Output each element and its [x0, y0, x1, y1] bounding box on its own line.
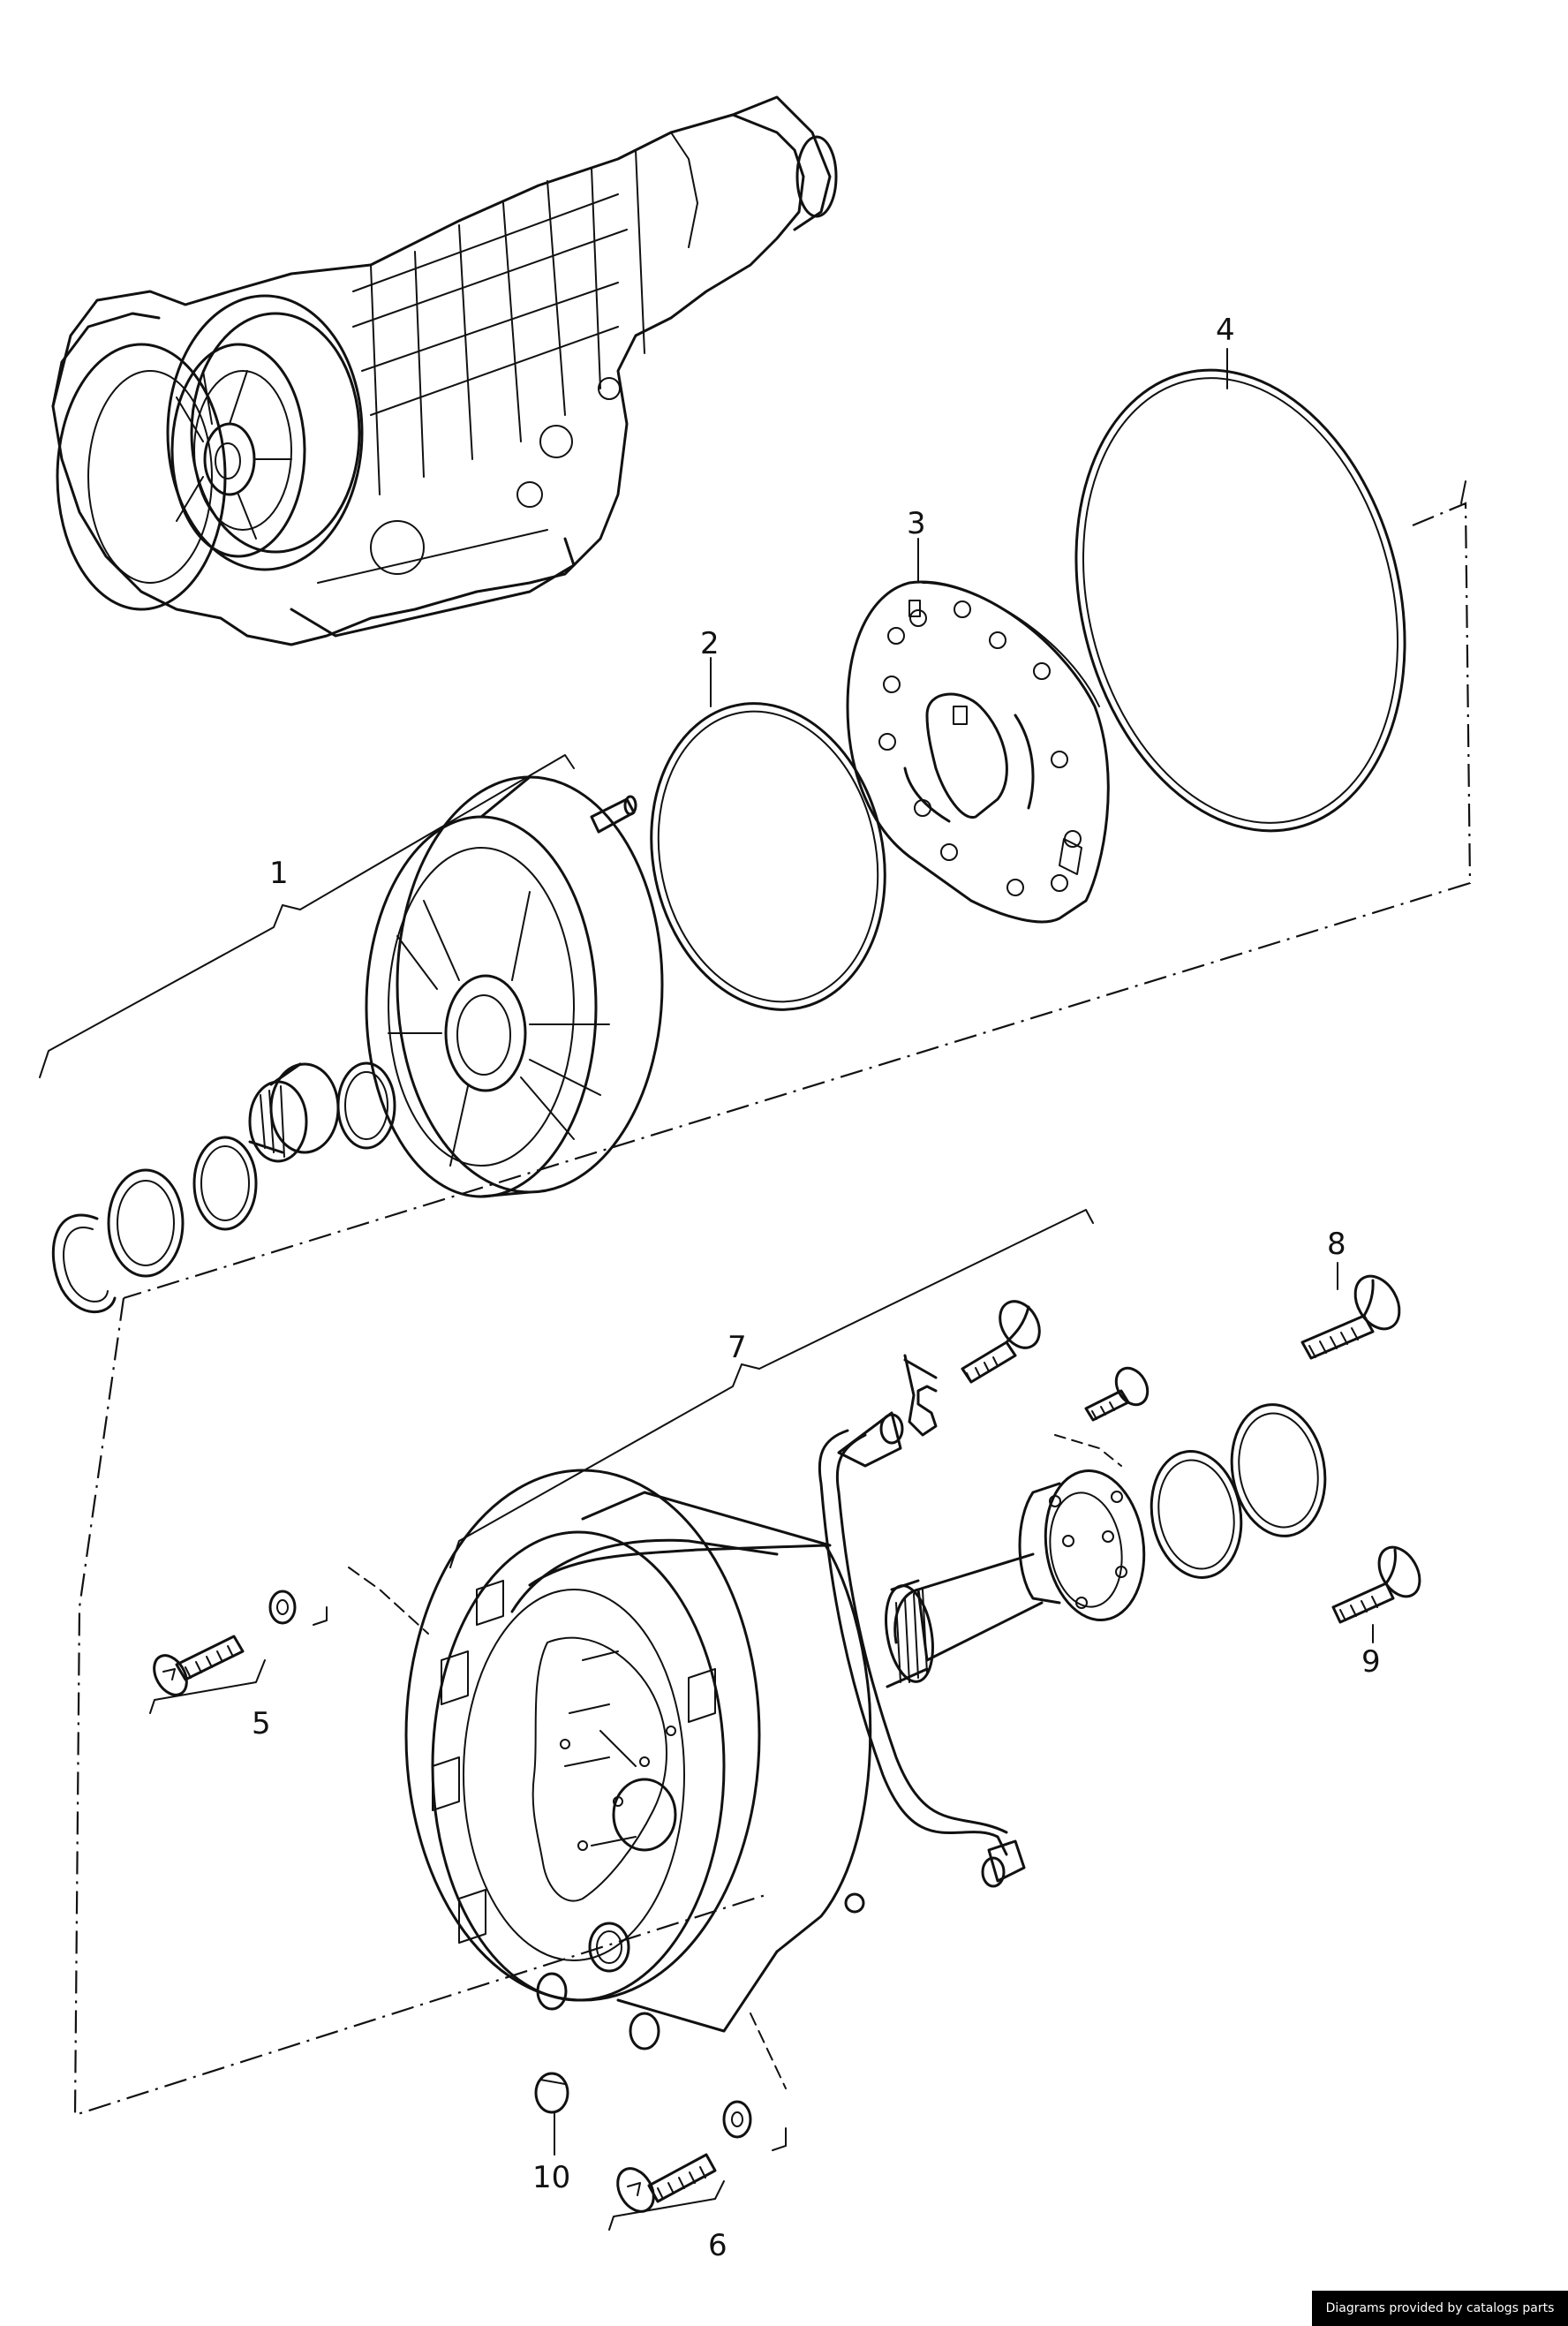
- oil-tube: [818, 1411, 1026, 1888]
- callout-8: 8: [1327, 1227, 1346, 1262]
- transmission-assembly-illustration: [51, 95, 838, 646]
- assembly-boundary-line-upper: [123, 502, 1472, 1300]
- tube-clip: [903, 1354, 938, 1437]
- part-4-large-o-ring: [1074, 348, 1406, 833]
- callout-4: 4: [1216, 313, 1235, 348]
- credit-text: Diagrams provided by catalogs parts: [1325, 2301, 1555, 2315]
- callout-labels: 1 2 3 4 5 6 7 8 9 10: [252, 313, 1381, 2263]
- callout-10: 10: [532, 2160, 570, 2195]
- part-6-bolt-and-washer: [608, 2100, 787, 2231]
- part-5-bolt-and-washer: [149, 1590, 328, 1714]
- part-1-pump-housing: [39, 754, 664, 1314]
- callout-6: 6: [708, 2228, 727, 2263]
- callout-3: 3: [907, 506, 926, 541]
- part-7-atf-pump: [348, 1209, 1094, 2089]
- part-8-bolt: [1300, 1262, 1401, 1360]
- part-3-intermediate-plate: [846, 538, 1110, 924]
- part-7-bolts: [961, 1300, 1150, 1467]
- credit-banner: Diagrams provided by catalogs parts: [1312, 2291, 1568, 2326]
- stator-shaft: [885, 1469, 1146, 1688]
- part-10-plug: [534, 2072, 569, 2156]
- callout-5: 5: [252, 1706, 271, 1741]
- callout-1: 1: [269, 856, 289, 891]
- shaft-seal-rings: [1150, 1403, 1327, 1579]
- part-2-o-ring: [650, 657, 886, 1011]
- assembly-boundary-line-lower: [73, 1297, 769, 2117]
- callout-2: 2: [700, 626, 720, 661]
- part-9-bolt: [1331, 1545, 1421, 1643]
- callout-7: 7: [727, 1330, 747, 1365]
- callout-9: 9: [1361, 1644, 1381, 1680]
